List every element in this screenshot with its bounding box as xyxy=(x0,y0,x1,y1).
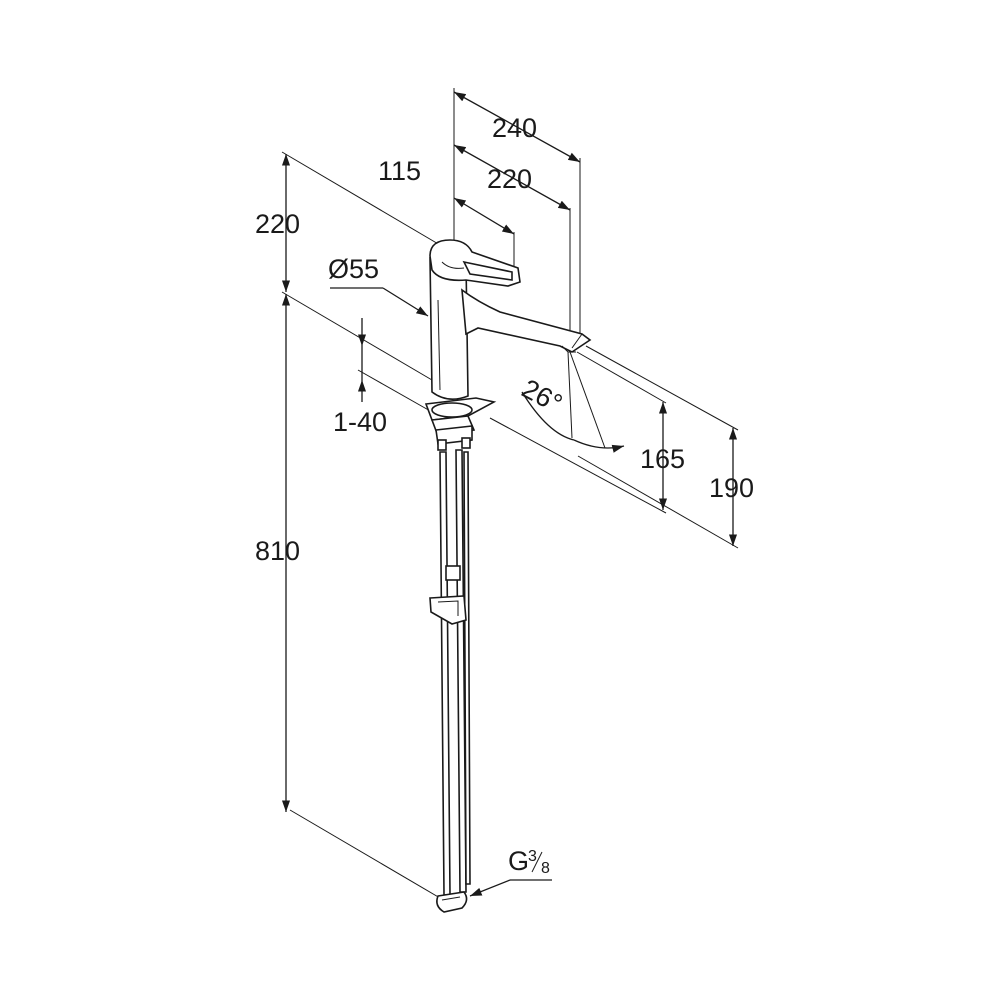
dim-810-label: 810 xyxy=(255,536,300,566)
dim-1-40: 1-40 xyxy=(333,318,433,437)
dim-165-label: 165 xyxy=(640,444,685,474)
dim-240-label: 240 xyxy=(492,113,537,143)
dim-190: 190 xyxy=(577,345,754,549)
thread-g-label: G xyxy=(508,846,529,876)
dim-angle-26: 26° xyxy=(517,351,625,453)
dim-115-label: 115 xyxy=(378,156,421,186)
faucet-body xyxy=(429,257,469,400)
dim-220-top: 220 xyxy=(453,144,571,345)
dim-1-40-label: 1-40 xyxy=(333,407,387,437)
dim-220-left-label: 220 xyxy=(255,209,300,239)
supply-hoses xyxy=(429,449,471,913)
dim-220-top-label: 220 xyxy=(487,164,532,194)
dim-220-left: 220 xyxy=(255,151,441,292)
dim-190-label: 190 xyxy=(709,473,754,503)
dim-240: 240 xyxy=(453,88,581,345)
thread-denominator: 8 xyxy=(541,860,550,877)
thread-numerator: 3 xyxy=(528,848,537,865)
faucet xyxy=(424,239,592,913)
dim-diameter-55: Ø55 xyxy=(328,254,429,317)
dim-165: 165 xyxy=(489,351,685,514)
faucet-base xyxy=(424,397,497,451)
dim-810: 810 xyxy=(255,291,441,899)
dim-115: 115 xyxy=(378,156,515,282)
dim-thread-g38: G 3 8 xyxy=(469,846,552,897)
dim-diameter-55-label: Ø55 xyxy=(328,254,379,284)
dim-angle-26-label: 26° xyxy=(517,373,567,419)
faucet-lever xyxy=(429,239,521,287)
faucet-spout xyxy=(461,288,592,353)
